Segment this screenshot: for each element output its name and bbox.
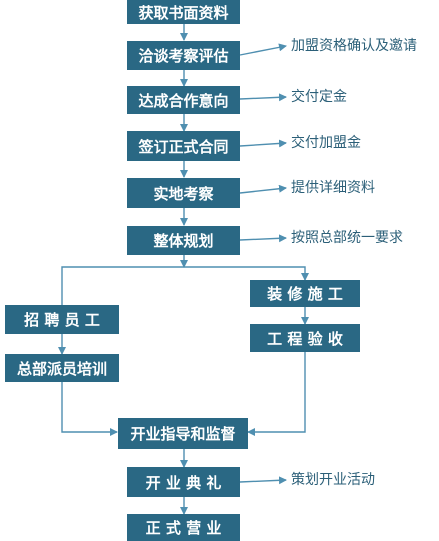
step-overall-planning: 整体规划 xyxy=(127,226,240,255)
step-recruit-staff: 招 聘 员 工 xyxy=(5,305,119,334)
step-official-opening: 正 式 营 业 xyxy=(127,514,240,541)
note-detailed-info: 提供详细资料 xyxy=(291,180,375,196)
note-qualification-invite: 加盟资格确认及邀请 xyxy=(291,38,417,54)
arrow-note-n6 xyxy=(239,234,287,243)
step-hq-training: 总部派员培训 xyxy=(5,354,119,382)
step-opening-guidance: 开业指导和监督 xyxy=(118,418,248,449)
note-franchise-fee: 交付加盟金 xyxy=(291,135,361,151)
connector-branch-right xyxy=(184,266,309,281)
step-opening-ceremony: 开 业 典 礼 xyxy=(127,467,240,497)
arrow-note-n3 xyxy=(239,93,287,102)
step-sign-contract: 签订正式合同 xyxy=(127,131,240,161)
arrow-note-n5 xyxy=(239,184,287,194)
connector-left2-s7 xyxy=(61,382,118,436)
arrow-note-n2 xyxy=(239,43,287,56)
step-site-inspection: 实地考察 xyxy=(127,178,240,208)
arrow-note-n4 xyxy=(239,139,287,148)
step-acceptance: 工 程 验 收 xyxy=(250,324,360,352)
step-get-written-materials: 获取书面资料 xyxy=(127,0,240,24)
step-cooperation-intent: 达成合作意向 xyxy=(127,86,240,114)
connector-right2-s7 xyxy=(247,352,306,436)
connector-branch-left xyxy=(61,266,184,305)
step-renovation: 装 修 施 工 xyxy=(250,280,360,307)
note-hq-requirements: 按照总部统一要求 xyxy=(291,230,403,246)
note-deposit: 交付定金 xyxy=(291,89,347,105)
step-negotiation-evaluation: 洽谈考察评估 xyxy=(127,41,240,70)
arrow-note-n8 xyxy=(239,476,287,485)
note-opening-activity: 策划开业活动 xyxy=(291,472,375,488)
